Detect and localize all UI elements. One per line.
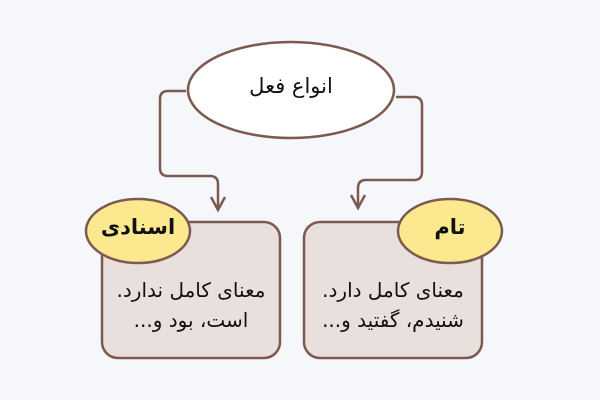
branch-left-line2: است، بود و... (133, 308, 249, 332)
tag-ellipse-left (84, 197, 192, 265)
branch-right-line2: شنیدم، گفتید و... (322, 308, 464, 332)
arrowhead-left-icon (209, 196, 227, 213)
branch-right-line1: معنای کامل دارد. (322, 278, 464, 302)
tag-label-right: تام (434, 215, 466, 239)
tag-ellipse-right (396, 197, 504, 265)
root-node (186, 40, 396, 140)
branch-left-line1: معنای کامل ندارد. (116, 278, 266, 302)
root-title: انواع فعل (249, 74, 333, 98)
connector-right (356, 95, 424, 206)
arrowhead-right-icon (349, 194, 367, 211)
connector-left (158, 89, 220, 208)
tag-label-left: اسنادی (100, 215, 176, 239)
